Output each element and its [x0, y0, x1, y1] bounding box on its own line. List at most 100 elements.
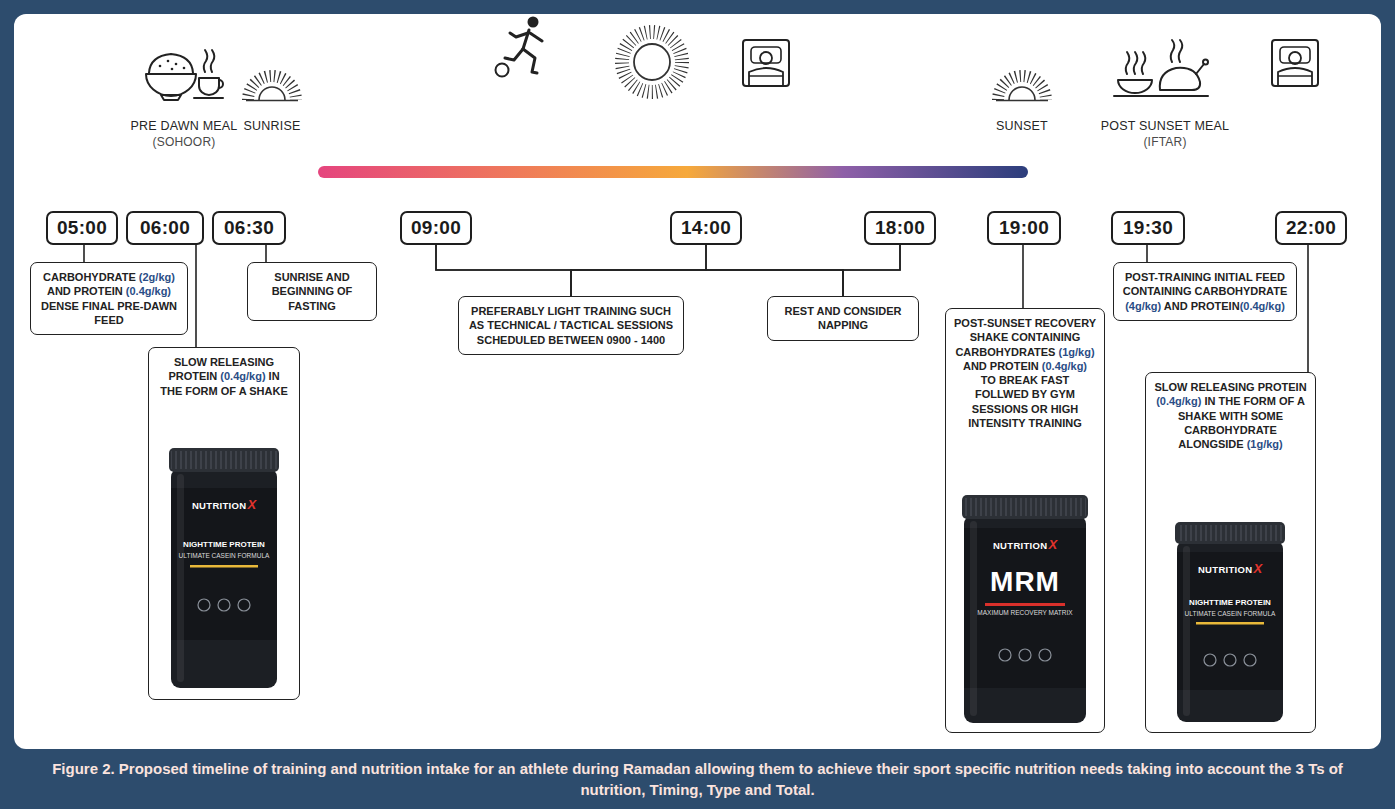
label-row: NIGHTTIME PROTEIN: [1189, 598, 1271, 607]
recovery-tub: [962, 495, 1088, 519]
product-label: ULTIMATE CASEIN FORMULA: [179, 552, 270, 559]
sleep-icon: [1289, 52, 1301, 64]
footballer-icon: [510, 33, 542, 41]
description-box: SLOW RELEASING PROTEIN (0.4g/kg) IN THE …: [148, 347, 300, 700]
product-label: NIGHTTIME PROTEIN: [183, 540, 265, 549]
text-run: 18:00: [875, 217, 925, 238]
dose-value: (1g/kg): [1059, 346, 1095, 358]
sohoor-meal-icon: [175, 63, 178, 66]
text-run: 06:00: [140, 217, 190, 238]
protein-tub: [198, 599, 210, 611]
sunrise-icon: [259, 87, 285, 100]
text-run: 05:00: [57, 217, 107, 238]
text-run: IN THE FORM OF A SHAKE WITH SOME CARBOHY…: [1178, 395, 1305, 450]
iftar-meal-icon: [1118, 80, 1152, 93]
sleep-icon: [749, 68, 783, 86]
header-label: PRE DAWN MEAL: [130, 119, 237, 133]
recovery-tub: [964, 528, 1086, 688]
label-row: NUTRITIONX: [993, 538, 1057, 553]
time-label: 22:00: [1286, 217, 1336, 239]
text-run: POST-TRAINING INITIAL FEED CONTAINING CA…: [1123, 271, 1288, 297]
connector-line: [1307, 245, 1309, 372]
description-text: SUNRISE AND BEGINNING OF FASTING: [256, 270, 368, 313]
recovery-tub: [970, 521, 977, 716]
header-label: SUNRISE: [244, 119, 301, 133]
recovery-tub: [964, 515, 1086, 723]
protein-tub: [1175, 522, 1285, 722]
time-box: 18:00: [864, 211, 936, 245]
header-label: (IFTAR): [1143, 136, 1186, 150]
sohoor-meal-icon: [171, 68, 174, 71]
sohoor-meal-icon: [199, 78, 219, 95]
time-label: 05:00: [57, 217, 107, 239]
label-row: SUNSET: [996, 119, 1048, 133]
dose-value: (0.4g/kg): [1240, 300, 1285, 312]
protein-tub: [177, 474, 184, 682]
iftar-meal-icon: [1203, 60, 1208, 65]
recovery-tub: [1019, 649, 1031, 661]
sunset-icon: [998, 76, 1046, 100]
time-label: 19:30: [1123, 217, 1173, 239]
text-run: 19:00: [999, 217, 1049, 238]
protein-tub: [218, 599, 230, 611]
time-box: 09:00: [400, 211, 472, 245]
product-label: MAXIMUM RECOVERY MATRIX: [977, 609, 1072, 616]
label-row: NIGHTTIME PROTEIN: [183, 540, 265, 549]
footballer-icon: [523, 49, 537, 73]
protein-tub: [190, 565, 258, 568]
protein-tub: [198, 599, 250, 611]
sohoor-meal-icon: [183, 67, 186, 70]
description-text: POST-SUNSET RECOVERY SHAKE CONTAINING CA…: [954, 316, 1096, 430]
connector-line: [1146, 245, 1148, 262]
iftar-meal-icon: [1114, 95, 1208, 97]
dose-value: (2g/kg): [139, 271, 175, 283]
sun-icon: [634, 44, 670, 80]
connector-line: [571, 245, 900, 296]
recovery-tub: [999, 649, 1051, 661]
protein-tub: [1183, 546, 1190, 716]
label-row: (IFTAR): [1143, 136, 1186, 150]
connector-line: [1022, 245, 1024, 308]
protein-tub: [1177, 552, 1283, 690]
text-run: AND PROTEIN: [47, 285, 126, 297]
sohoor-meal-icon: [146, 74, 196, 96]
product-label: NUTRITION: [993, 541, 1047, 552]
protein-tub: [238, 599, 250, 611]
text-run: SLOW RELEASING PROTEIN: [1154, 381, 1306, 393]
protein-tub: [171, 488, 277, 640]
text-run: 19:30: [1123, 217, 1173, 238]
label-row: ULTIMATE CASEIN FORMULA: [179, 552, 270, 559]
sleep-icon: [1278, 68, 1312, 86]
connector-line: [83, 245, 85, 262]
sunrise-icon: [248, 76, 296, 100]
protein-tub: [169, 448, 279, 472]
sohoor-meal-icon: [194, 97, 223, 99]
white-panel: [14, 14, 1381, 749]
sleep-icon: [751, 47, 781, 63]
time-box: 05:00: [46, 211, 118, 245]
text-run: 06:30: [224, 217, 274, 238]
time-box: 22:00: [1275, 211, 1347, 245]
description-box: SUNRISE AND BEGINNING OF FASTING: [247, 262, 377, 321]
footballer-icon: [496, 17, 543, 77]
dose-value: (1g/kg): [1247, 438, 1283, 450]
label-row: POST SUNSET MEAL: [1101, 119, 1229, 133]
product-label: NUTRITION: [192, 501, 246, 512]
time-label: 14:00: [681, 217, 731, 239]
recovery-tub: [1039, 649, 1051, 661]
description-text: SLOW RELEASING PROTEIN (0.4g/kg) IN THE …: [157, 355, 291, 398]
footballer-icon: [505, 49, 523, 60]
sohoor-meal-icon: [219, 80, 223, 88]
time-box: 19:30: [1111, 211, 1185, 245]
protein-tub: [171, 468, 277, 688]
text-run: POST-SUNSET RECOVERY SHAKE CONTAINING CA…: [954, 317, 1096, 358]
description-box: SLOW RELEASING PROTEIN (0.4g/kg) IN THE …: [1145, 372, 1316, 733]
text-run: IN THE FORM OF A SHAKE: [160, 370, 288, 396]
time-box: 14:00: [670, 211, 742, 245]
sun-icon: [622, 32, 682, 92]
text-run: CARBOHYDRATE: [43, 271, 139, 283]
header-label: POST SUNSET MEAL: [1101, 119, 1229, 133]
header-label: (SOHOOR): [153, 136, 216, 150]
protein-tub: [1204, 654, 1216, 666]
